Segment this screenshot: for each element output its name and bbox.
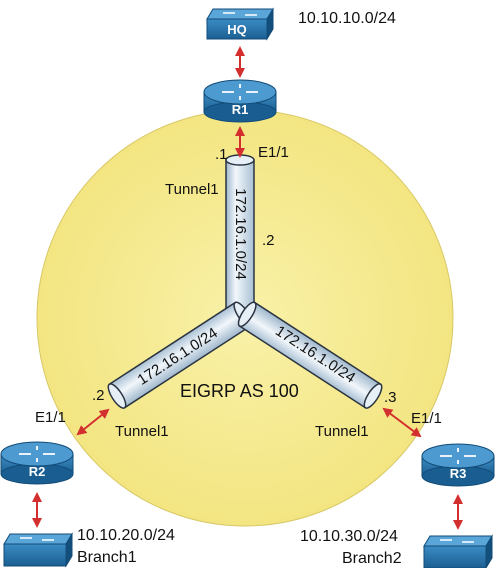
branch1-network-label: 10.10.20.0/24 bbox=[77, 527, 175, 544]
r1-host-label: .1 bbox=[215, 146, 228, 163]
r3-tunnel-label: Tunnel1 bbox=[315, 423, 369, 440]
r3-label: R3 bbox=[450, 466, 467, 481]
r2-tunnel-label: Tunnel1 bbox=[115, 423, 169, 440]
branch1-label: Branch1 bbox=[77, 549, 137, 566]
r3-intf-label: E1/1 bbox=[411, 410, 442, 427]
branch2-label: Branch2 bbox=[342, 550, 402, 567]
r2-router-icon: R2 bbox=[0, 441, 74, 485]
branch2-network-label: 10.10.30.0/24 bbox=[300, 528, 398, 545]
r3-router-icon: R3 bbox=[421, 443, 495, 487]
tunnel-tube-right bbox=[237, 301, 383, 409]
r1-label: R1 bbox=[232, 102, 249, 117]
link-r2-tunnel bbox=[76, 408, 110, 436]
r3-host-label: .3 bbox=[384, 389, 397, 406]
hq-switch-icon: HQ bbox=[206, 7, 274, 41]
branch1-switch-icon bbox=[3, 532, 73, 568]
r1-tunnel-label: Tunnel1 bbox=[165, 181, 219, 198]
tunnel-tube-vertical bbox=[225, 154, 255, 311]
r1-intf-label: E1/1 bbox=[258, 144, 289, 161]
r2-host-label: .2 bbox=[92, 387, 105, 404]
r1-tunnel-host-label: .2 bbox=[262, 232, 275, 249]
tunnel-label-vertical: 172.16.1.0/24 bbox=[232, 188, 249, 280]
r2-intf-label: E1/1 bbox=[35, 409, 66, 426]
hq-network-label: 10.10.10.0/24 bbox=[298, 10, 396, 27]
branch2-switch-icon bbox=[423, 534, 493, 568]
eigrp-as-label: EIGRP AS 100 bbox=[180, 381, 299, 401]
r1-router-icon: R1 bbox=[203, 79, 277, 123]
hq-label: HQ bbox=[227, 22, 247, 37]
r2-label: R2 bbox=[29, 464, 46, 479]
link-r3-tunnel bbox=[382, 407, 422, 438]
